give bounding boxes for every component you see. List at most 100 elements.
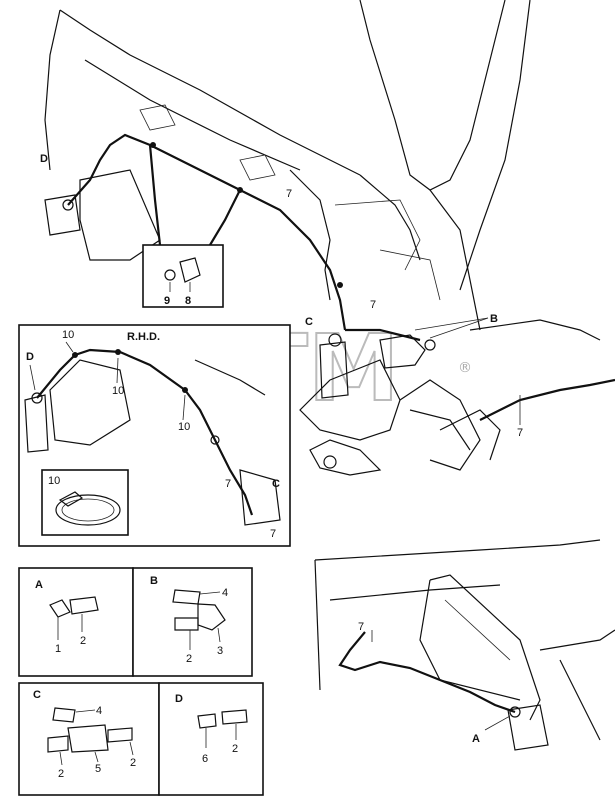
detail-a-callout-1: 1 <box>55 643 61 655</box>
pump-outlet-d <box>62 199 74 211</box>
washer-reservoir <box>79 169 161 261</box>
hose-bundle-3 <box>439 409 501 461</box>
main-view: D C B 7 7 7 <box>40 0 615 476</box>
rhd-label-c: C <box>272 478 280 490</box>
clamp-ring <box>55 494 121 526</box>
rear-label-a: A <box>472 733 480 745</box>
detail-c-part-2a <box>47 735 69 753</box>
engine-bracket <box>299 359 401 441</box>
pump-body-left <box>44 194 81 236</box>
washer-pump-c <box>319 341 349 399</box>
detail-d-frame <box>158 682 264 796</box>
rhd-callout-7-b: 7 <box>270 528 276 540</box>
panel-detail-2 <box>379 249 441 301</box>
detail-d-label: D <box>175 693 183 705</box>
nozzle-b <box>424 339 436 351</box>
hose-bundle-2 <box>409 409 471 451</box>
detail-a-callout-2: 2 <box>80 635 86 647</box>
rear-pump-a <box>507 704 549 751</box>
pump-outlet-c <box>328 333 342 347</box>
rear-pump-outlet <box>509 706 521 718</box>
detail-b-callout-2: 2 <box>186 653 192 665</box>
detail-c-leader-4 <box>75 709 96 713</box>
detail-d: D 6 2 <box>158 682 264 796</box>
rhd-callout-10-b: 10 <box>112 385 124 397</box>
rhd-pump-c <box>239 469 281 526</box>
rhd-callout-10-c: 10 <box>178 421 190 433</box>
rhd-callout-10-d: 10 <box>48 475 60 487</box>
rhd-hose-7 <box>36 348 254 516</box>
rhd-leader-d <box>29 364 36 391</box>
detail-b-leader-3 <box>217 627 221 643</box>
rhd-inset: R.H.D. D C 10 10 10 7 7 10 <box>18 324 291 547</box>
detail-c-part-5 <box>67 724 109 753</box>
detail-c-leader-5 <box>94 751 99 763</box>
clip-1 <box>150 142 156 148</box>
windshield-pillar <box>359 0 506 191</box>
detail-b-frame <box>132 567 253 677</box>
panel-detail <box>334 199 421 271</box>
label-c-main: C <box>305 316 313 328</box>
leader-b-2 <box>414 317 489 331</box>
label-b-main: B <box>490 313 498 325</box>
fender-edge <box>459 0 531 291</box>
clip-2 <box>237 187 243 193</box>
rear-leader-a <box>484 715 511 731</box>
callout-7-top: 7 <box>286 188 292 200</box>
detail-a-part-2 <box>69 596 99 615</box>
detail-c-frame <box>18 682 160 796</box>
detail-d-callout-2: 2 <box>232 743 238 755</box>
detail-c-label: C <box>33 689 41 701</box>
rhd-clip-1 <box>72 352 78 358</box>
rhd-title: R.H.D. <box>127 331 160 343</box>
callout-7-mid: 7 <box>370 299 376 311</box>
clip-part-9 <box>164 269 176 281</box>
body-outline-top <box>59 9 361 176</box>
detail-c-part-4 <box>52 707 76 723</box>
rear-tank-2 <box>419 579 521 701</box>
vent-slot-2 <box>239 154 276 181</box>
rear-body-left <box>314 559 321 691</box>
rear-panel-edge <box>329 584 501 601</box>
hose-to-b <box>345 328 421 342</box>
rhd-clip-2 <box>115 349 121 355</box>
detail-c-callout-5: 5 <box>95 763 101 775</box>
detail-a-part-1 <box>49 599 71 618</box>
clip-part-8 <box>179 257 201 283</box>
callout-7-right: 7 <box>517 427 523 439</box>
clamp-tab <box>58 491 84 507</box>
connector-b <box>379 334 426 369</box>
rear-bumper <box>539 629 615 651</box>
clip-detail-box: 8 9 <box>142 244 224 308</box>
vent-slot-1 <box>139 104 176 131</box>
detail-a: A 1 2 <box>18 567 134 677</box>
leader-b-1 <box>429 317 489 339</box>
detail-b: B 4 2 3 <box>132 567 253 677</box>
rhd-leader-10b <box>116 357 119 384</box>
cowl-line-2 <box>359 174 421 261</box>
detail-a-label: A <box>35 579 43 591</box>
rhd-callout-10-a: 10 <box>62 329 74 341</box>
rhd-pump-outlet <box>31 392 43 404</box>
detail-d-part-6 <box>197 713 217 729</box>
inner-panel-edge <box>84 59 301 171</box>
rhd-leader-10c <box>182 394 186 421</box>
clip-3 <box>337 282 343 288</box>
rear-hose-7 <box>338 631 516 714</box>
rear-view: 7 A <box>314 539 615 751</box>
rhd-label-d: D <box>26 351 34 363</box>
detail-c-callout-2a: 2 <box>58 768 64 780</box>
callout-8: 8 <box>185 295 191 307</box>
detail-c-leader-2b <box>129 741 134 756</box>
cowl-line <box>289 169 331 301</box>
detail-d-part-2 <box>221 709 248 725</box>
rear-body-top <box>314 539 601 561</box>
rhd-callout-7-a: 7 <box>225 478 231 490</box>
rhd-wiper-arm <box>194 359 266 396</box>
rear-tank <box>429 574 541 721</box>
label-d-main: D <box>40 153 48 165</box>
fender-liner <box>469 319 601 341</box>
rhd-clamp-frame <box>41 469 129 536</box>
clamp-ring-inner <box>61 498 115 522</box>
detail-b-leader-4 <box>199 591 221 595</box>
